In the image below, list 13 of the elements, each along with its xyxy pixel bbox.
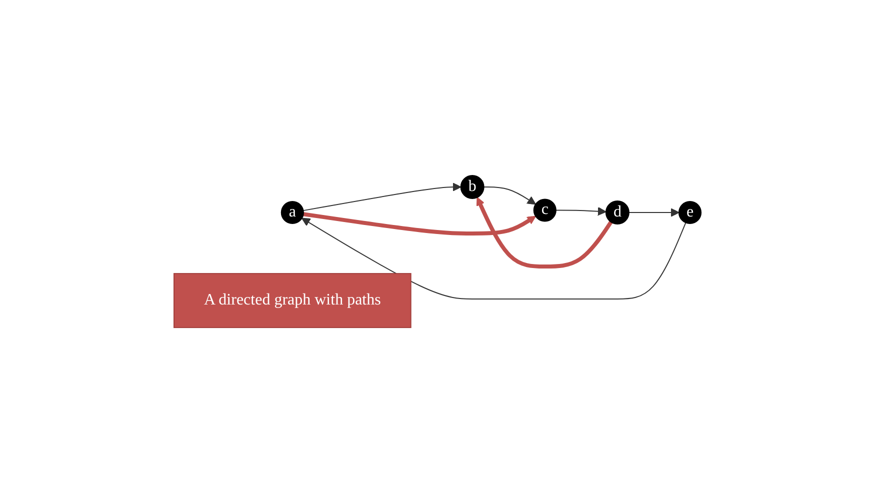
arrow <box>304 212 536 236</box>
arrow <box>628 208 680 217</box>
arrow <box>484 186 536 204</box>
node-circle: e <box>678 200 702 224</box>
arrow <box>303 182 462 211</box>
node-box: A directed graph with paths <box>174 272 412 328</box>
node-circle: d <box>606 200 630 224</box>
node-circle: a <box>281 200 304 224</box>
arrow <box>302 218 687 300</box>
arrow <box>476 196 614 268</box>
node-circle: c <box>534 198 557 222</box>
node-circle: b <box>460 174 485 199</box>
arrow <box>556 206 607 216</box>
